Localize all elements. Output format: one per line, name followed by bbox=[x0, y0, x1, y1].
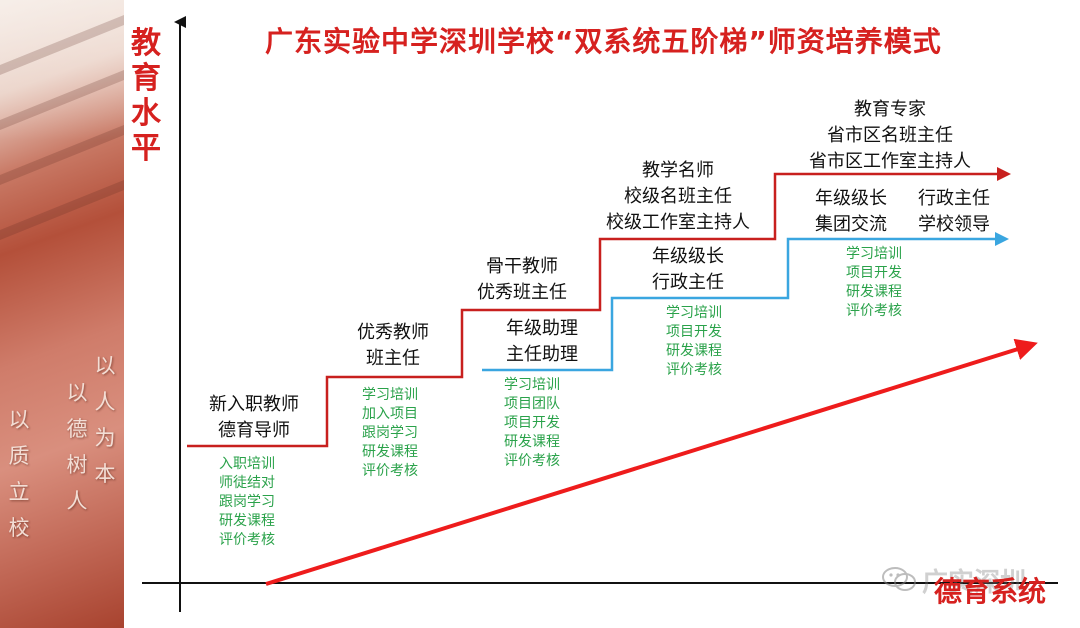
stage-text: 年级级长 bbox=[815, 188, 887, 209]
stage-5-label: 教育专家 省市区名班主任 省市区工作室主持人 bbox=[787, 97, 993, 175]
motto-text: 以质立校 bbox=[8, 408, 30, 540]
training-item: 项目团队 bbox=[504, 396, 560, 412]
stage-text: 校级名班主任 bbox=[624, 186, 732, 207]
stage-text: 省市区名班主任 bbox=[827, 125, 953, 146]
training-item: 研发课程 bbox=[846, 284, 902, 300]
motto-line-3: 以质立校 bbox=[8, 402, 30, 546]
training-list-2: 学习培训 加入项目 跟岗学习 研发课程 评价考核 bbox=[362, 386, 418, 481]
y-axis-label: 教育水平 bbox=[128, 26, 164, 166]
stage-text: 年级级长 bbox=[652, 246, 724, 267]
stage-text: 教育专家 bbox=[854, 99, 926, 120]
training-item: 研发课程 bbox=[504, 434, 560, 450]
stage-text: 省市区工作室主持人 bbox=[809, 151, 971, 172]
training-item: 学习培训 bbox=[362, 387, 418, 403]
stage-text: 学校领导 bbox=[918, 214, 990, 235]
stage-text: 集团交流 bbox=[815, 214, 887, 235]
x-axis-label: 德育系统 bbox=[934, 575, 1047, 608]
training-item: 师徒结对 bbox=[219, 475, 275, 491]
stage-text: 德育导师 bbox=[218, 420, 290, 441]
stage-3-label: 骨干教师 优秀班主任 bbox=[460, 254, 584, 306]
training-list-5: 学习培训 项目开发 研发课程 评价考核 bbox=[846, 245, 902, 321]
wechat-icon bbox=[882, 567, 916, 591]
stage-text: 行政主任 bbox=[918, 188, 990, 209]
stage-text: 新入职教师 bbox=[209, 394, 299, 415]
stage-text: 优秀教师 bbox=[357, 322, 429, 343]
training-item: 项目开发 bbox=[504, 415, 560, 431]
stage-2-label: 优秀教师 班主任 bbox=[333, 320, 453, 372]
stage-text: 行政主任 bbox=[652, 272, 724, 293]
training-item: 评价考核 bbox=[504, 453, 560, 469]
training-item: 研发课程 bbox=[666, 343, 722, 359]
training-item: 评价考核 bbox=[846, 303, 902, 319]
motto-text: 以人为本 bbox=[94, 354, 116, 486]
mgmt-stage-2-label: 年级级长 行政主任 bbox=[632, 244, 744, 296]
management-step-line bbox=[482, 232, 1009, 372]
motto-line-2: 以德树人 bbox=[66, 375, 88, 519]
training-item: 学习培训 bbox=[846, 246, 902, 262]
training-item: 项目开发 bbox=[846, 265, 902, 281]
stage-text: 校级工作室主持人 bbox=[606, 212, 750, 233]
stage-text: 班主任 bbox=[366, 348, 420, 369]
training-item: 研发课程 bbox=[219, 513, 275, 529]
training-list-4: 学习培训 项目开发 研发课程 评价考核 bbox=[666, 304, 722, 380]
motto-text: 以德树人 bbox=[66, 381, 88, 513]
training-item: 项目开发 bbox=[666, 324, 722, 340]
training-item: 跟岗学习 bbox=[219, 494, 275, 510]
motto-line-1: 以人为本 bbox=[94, 348, 116, 492]
training-item: 评价考核 bbox=[362, 463, 418, 479]
stage-text: 优秀班主任 bbox=[477, 282, 567, 303]
training-item: 跟岗学习 bbox=[362, 425, 418, 441]
training-item: 研发课程 bbox=[362, 444, 418, 460]
training-item: 加入项目 bbox=[362, 406, 418, 422]
training-item: 入职培训 bbox=[219, 456, 275, 472]
training-item: 评价考核 bbox=[666, 362, 722, 378]
growth-arrow bbox=[265, 338, 1038, 586]
training-item: 学习培训 bbox=[504, 377, 560, 393]
stage-text: 年级助理 bbox=[506, 318, 578, 339]
stage-text: 骨干教师 bbox=[486, 256, 558, 277]
building-highlight bbox=[0, 0, 124, 140]
training-item: 评价考核 bbox=[219, 532, 275, 548]
stage-text: 主任助理 bbox=[506, 344, 578, 365]
training-list-1: 入职培训 师徒结对 跟岗学习 研发课程 评价考核 bbox=[219, 455, 275, 550]
stage-4-label: 教学名师 校级名班主任 校级工作室主持人 bbox=[588, 158, 768, 236]
stage-1-label: 新入职教师 德育导师 bbox=[192, 392, 316, 444]
stage-text: 教学名师 bbox=[642, 160, 714, 181]
school-building-image: 以人为本 以德树人 以质立校 bbox=[0, 0, 124, 628]
watermark: 广实深圳 bbox=[922, 568, 1027, 598]
page-title: 广东实验中学深圳学校“双系统五阶梯”师资培养模式 bbox=[265, 25, 942, 58]
mgmt-stage-4-label: 行政主任 学校领导 bbox=[904, 186, 1004, 238]
training-list-3: 学习培训 项目团队 项目开发 研发课程 评价考核 bbox=[504, 376, 560, 471]
y-axis-label-text: 教育水平 bbox=[131, 26, 161, 166]
mgmt-stage-1-label: 年级助理 主任助理 bbox=[486, 316, 598, 368]
teaching-step-line bbox=[187, 167, 1011, 448]
training-item: 学习培训 bbox=[666, 305, 722, 321]
mgmt-stage-3-label: 年级级长 集团交流 bbox=[798, 186, 904, 238]
